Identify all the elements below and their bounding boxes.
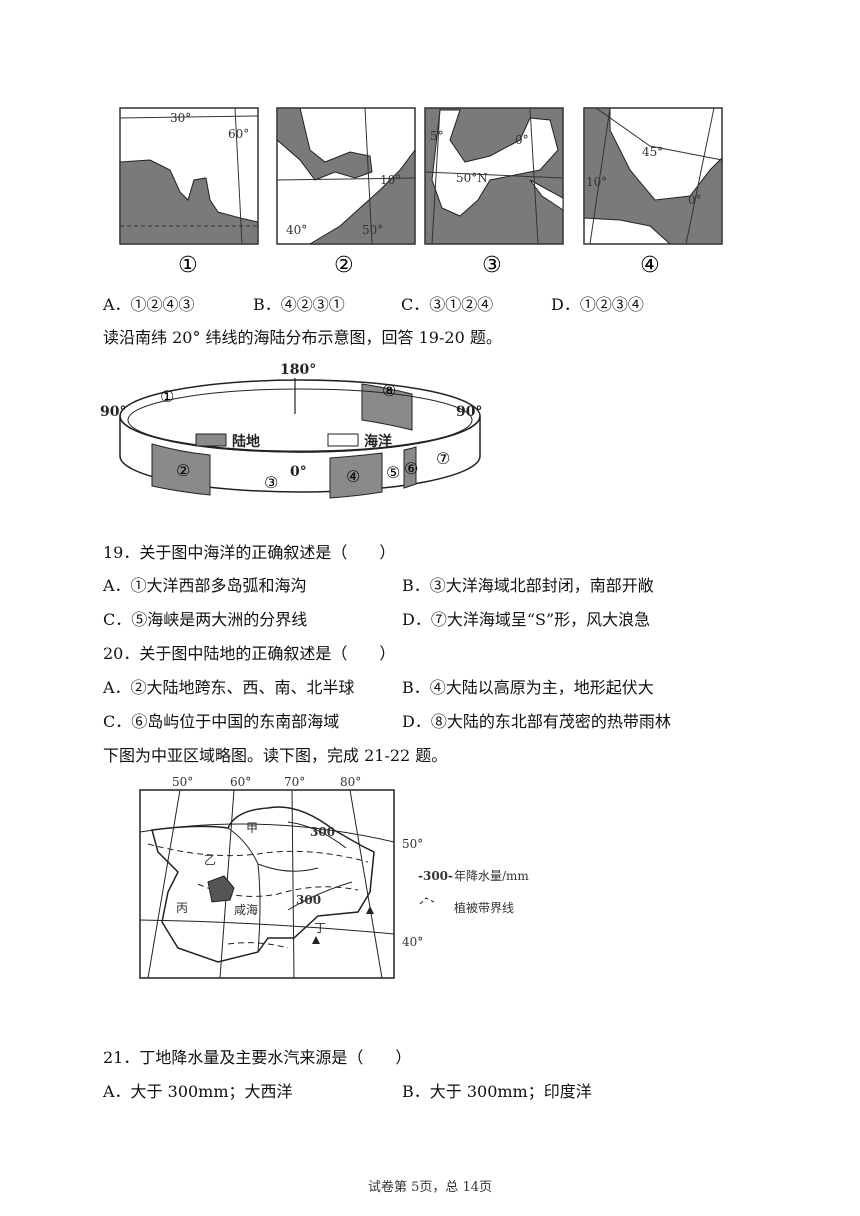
central-asia-map: 50° 60° 70° 80° 50° 40° 甲 乙 丙 丁 咸海 300 3… — [139, 775, 529, 979]
q21-option-a[interactable]: A．大于 300mm；大西洋 — [103, 1082, 293, 1101]
label-90-left: 90° — [100, 404, 126, 420]
map2-lat-label: 10° — [380, 173, 401, 187]
map-panel-3: 5° 0° 50°N — [424, 107, 564, 245]
intro-19-20: 读沿南纬 20° 纬线的海陆分布示意图，回答 19-20 题。 — [103, 328, 502, 347]
q18-option-d[interactable]: D．①②③④ — [551, 295, 644, 314]
map-label-3: ③ — [482, 253, 502, 278]
q19-option-d[interactable]: D．⑦大洋海域呈“S”形，风大浪急 — [402, 610, 651, 629]
map-panel-2: 10° 40° 50° — [276, 107, 416, 245]
map3-lon-b-label: 0° — [515, 133, 529, 147]
map4-lon-b-label: 0° — [688, 193, 702, 207]
place-bing: 丙 — [176, 901, 188, 915]
label-0: 0° — [290, 464, 307, 480]
legend-isohyet-sample: -300- — [418, 869, 453, 883]
lon-50: 50° — [172, 775, 193, 789]
lat-50: 50° — [402, 837, 423, 851]
ring-diagram: 陆地 海洋 180° 90° 90° 0° ① ② ③ ④ ⑤ ⑥ ⑦ ⑧ — [100, 362, 482, 499]
q19-row-1: A．①大洋西部多岛弧和海沟 B．③大洋海域北部封闭，南部开敞 — [103, 572, 654, 596]
marker-5: ⑤ — [386, 463, 400, 482]
marker-8: ⑧ — [382, 381, 396, 400]
map2-lon-b-label: 50° — [362, 223, 383, 237]
q18-option-a[interactable]: A．①②④③ — [103, 295, 195, 314]
label-180: 180° — [280, 362, 316, 378]
map3-lat-label: 50°N — [456, 171, 488, 185]
q21-option-b[interactable]: B．大于 300mm；印度洋 — [402, 1082, 592, 1101]
map-label-4: ④ — [640, 253, 660, 278]
q18-option-c[interactable]: C．③①②④ — [401, 295, 494, 314]
intro-21-22: 下图为中亚区域略图。读下图，完成 21-22 题。 — [103, 746, 448, 765]
legend-ocean-label: 海洋 — [364, 433, 392, 450]
map1-lon-label: 60° — [228, 127, 249, 141]
marker-3: ③ — [264, 473, 278, 492]
q20-stem: 20．关于图中陆地的正确叙述是（ ） — [103, 644, 396, 663]
q20-row-2: C．⑥岛屿位于中国的东南部海域 D．⑧大陆的东北部有茂密的热带雨林 — [103, 708, 671, 732]
q19-row-2: C．⑤海峡是两大洲的分界线 D．⑦大洋海域呈“S”形，风大浪急 — [103, 606, 650, 630]
isohyet-300-north: 300 — [310, 825, 335, 839]
map1-lat-label: 30° — [170, 111, 191, 125]
lat-40: 40° — [402, 935, 423, 949]
page-footer: 试卷第 5页，总 14页 — [367, 1180, 493, 1195]
lon-70: 70° — [284, 775, 305, 789]
q20-option-a[interactable]: A．②大陆地跨东、西、南、北半球 — [103, 678, 355, 697]
q18-option-b[interactable]: B．④②③① — [253, 295, 345, 314]
top-maps-figure: 30° 60° 10° 40° 50° 5° 0° 50°N 45° 10° 0… — [119, 107, 723, 278]
marker-1: ① — [160, 387, 174, 406]
marker-6: ⑥ — [404, 459, 418, 478]
legend-veg-label: 植被带界线 — [454, 900, 514, 915]
lon-60: 60° — [230, 775, 251, 789]
q19-option-a[interactable]: A．①大洋西部多岛弧和海沟 — [103, 576, 307, 595]
place-ding: 丁 — [314, 921, 326, 935]
marker-7: ⑦ — [436, 449, 450, 468]
q19-option-b[interactable]: B．③大洋海域北部封闭，南部开敞 — [402, 576, 654, 595]
map-panel-1: 30° 60° — [119, 107, 259, 245]
map2-lon-a-label: 40° — [286, 223, 307, 237]
q20-row-1: A．②大陆地跨东、西、南、北半球 B．④大陆以高原为主，地形起伏大 — [103, 674, 654, 698]
q20-option-d[interactable]: D．⑧大陆的东北部有茂密的热带雨林 — [402, 712, 671, 731]
legend-land-label: 陆地 — [232, 433, 260, 450]
map4-lon-a-label: 10° — [586, 175, 607, 189]
legend-isohyet-label: 年降水量/mm — [454, 869, 529, 883]
marker-4: ④ — [346, 467, 360, 486]
place-yi: 乙 — [204, 853, 216, 867]
map-panel-4: 45° 10° 0° — [583, 107, 723, 245]
place-jia: 甲 — [246, 821, 258, 835]
q19-option-c[interactable]: C．⑤海峡是两大洲的分界线 — [103, 610, 308, 629]
marker-2: ② — [176, 461, 190, 480]
q21-row-1: A．大于 300mm；大西洋 B．大于 300mm；印度洋 — [103, 1078, 592, 1102]
q20-option-c[interactable]: C．⑥岛屿位于中国的东南部海域 — [103, 712, 340, 731]
map-label-1: ① — [178, 253, 198, 278]
map-label-2: ② — [334, 253, 354, 278]
place-aral-sea: 咸海 — [234, 902, 258, 917]
label-90-right: 90° — [456, 404, 482, 420]
lon-80: 80° — [340, 775, 361, 789]
isohyet-300-south: 300 — [296, 893, 321, 907]
q20-option-b[interactable]: B．④大陆以高原为主，地形起伏大 — [402, 678, 654, 697]
map3-lon-a-label: 5° — [430, 129, 444, 143]
q19-stem: 19．关于图中海洋的正确叙述是（ ） — [103, 543, 396, 562]
map4-lat-label: 45° — [642, 145, 663, 159]
q21-stem: 21．丁地降水量及主要水汽来源是（ ） — [103, 1048, 412, 1067]
